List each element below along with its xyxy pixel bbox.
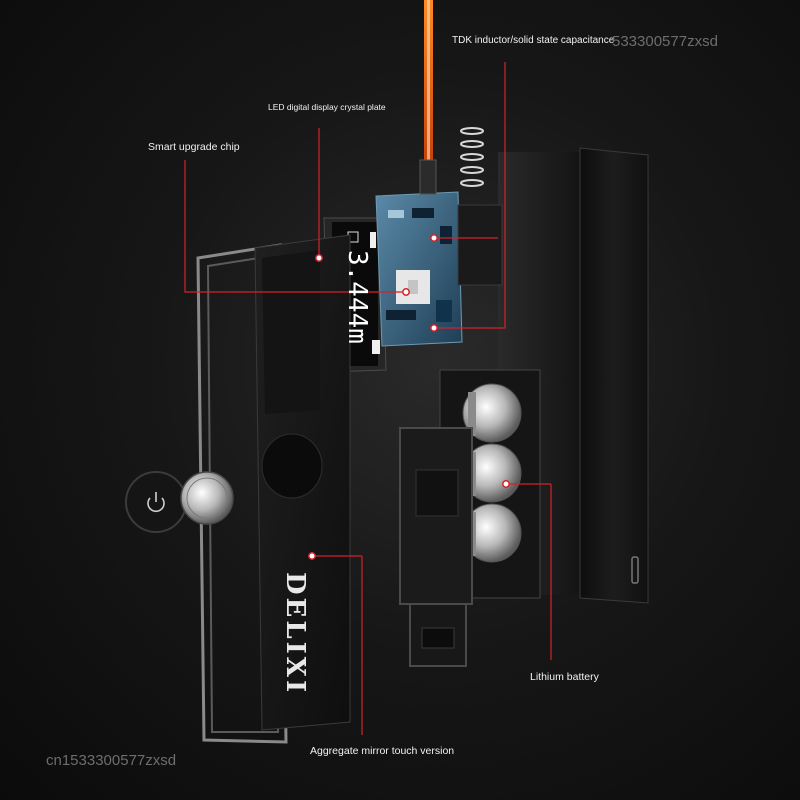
callout-lines xyxy=(184,62,552,735)
mirror-touch-panel xyxy=(254,234,351,731)
callout-smart-upgrade-chip: Smart upgrade chip xyxy=(148,141,240,153)
callout-lithium-battery: Lithium battery xyxy=(530,671,599,683)
pcb-board xyxy=(375,159,503,347)
battery-door xyxy=(399,427,473,667)
power-button-assembly xyxy=(125,471,234,533)
callout-led-crystal-plate: LED digital display crystal plate xyxy=(268,102,386,112)
watermark-top: 533300577zxsd xyxy=(612,33,718,50)
spring-contacts xyxy=(460,127,484,187)
callout-mirror-touch: Aggregate mirror touch version xyxy=(310,745,455,757)
brand-logo: DELIXI xyxy=(280,572,310,696)
watermark-bottom: cn1533300577zxsd xyxy=(46,752,177,769)
callout-tdk-capacitance: TDK inductor/solid state capacitance xyxy=(452,35,615,46)
laser-beam xyxy=(424,0,433,160)
display-reading: 3.444m xyxy=(342,250,372,344)
power-icon xyxy=(147,492,165,513)
front-frame xyxy=(196,243,288,744)
callout-dots xyxy=(308,234,510,560)
